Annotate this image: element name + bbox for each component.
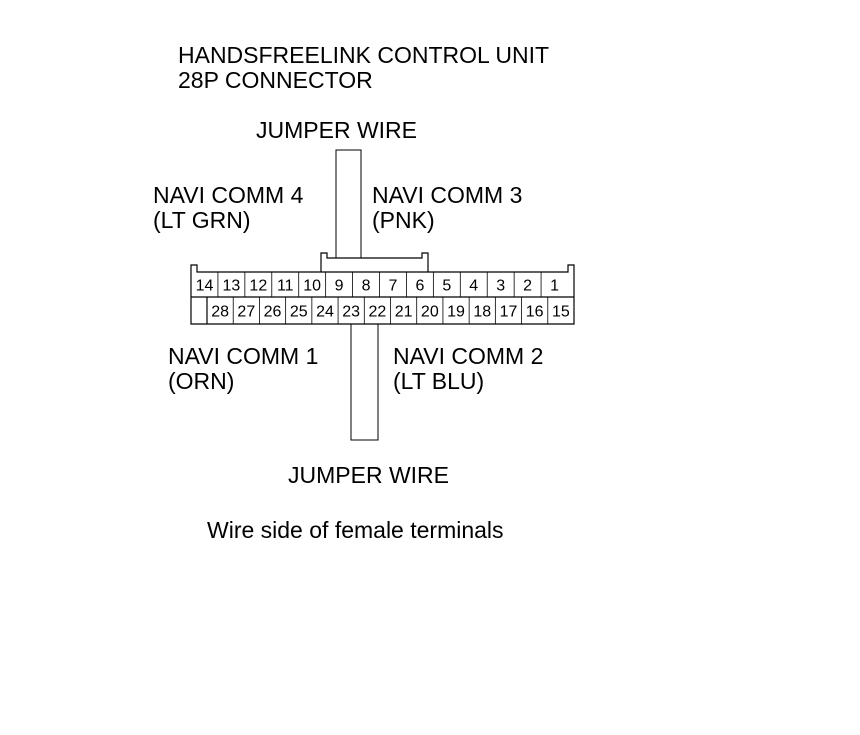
title-line-1: HANDSFREELINK CONTROL UNIT [178,42,550,68]
pin-label-3: 3 [496,278,505,295]
navi-comm-3-label: NAVI COMM 3 [372,182,523,208]
navi-comm-4-color: (LT GRN) [153,207,251,233]
pin-label-11: 11 [277,278,294,295]
pin-label-18: 18 [473,304,491,321]
pin-label-16: 16 [526,304,544,321]
caption: Wire side of female terminals [207,517,504,543]
pin-label-2: 2 [523,278,532,295]
pin-label-7: 7 [389,278,398,295]
pin-label-26: 26 [264,304,282,321]
pin-label-19: 19 [447,304,465,321]
navi-comm-1-label: NAVI COMM 1 [168,343,319,369]
pin-label-15: 15 [552,304,570,321]
pin-label-23: 23 [342,304,360,321]
pin-label-13: 13 [222,278,240,295]
pin-label-4: 4 [469,278,478,295]
pin-label-17: 17 [500,304,518,321]
pin-label-5: 5 [442,278,451,295]
connector-housing [190,252,575,325]
jumper-wire-bottom-label: JUMPER WIRE [288,462,449,488]
pin-label-21: 21 [395,304,413,321]
navi-comm-3-color: (PNK) [372,207,435,233]
pin-label-1: 1 [550,278,559,295]
jumper-wire-bottom [350,321,379,441]
pin-label-9: 9 [335,278,344,295]
pin-label-20: 20 [421,304,439,321]
title-line-2: 28P CONNECTOR [178,67,373,93]
jumper-wire-top-label: JUMPER WIRE [256,117,417,143]
jumper-wire-top [335,149,362,273]
pin-label-10: 10 [303,278,321,295]
pin-label-8: 8 [362,278,371,295]
pin-label-22: 22 [368,304,386,321]
pin-label-28: 28 [211,304,229,321]
pin-label-6: 6 [415,278,424,295]
pin-label-25: 25 [290,304,308,321]
pin-label-27: 27 [237,304,255,321]
pin-label-12: 12 [249,278,267,295]
navi-comm-2-label: NAVI COMM 2 [393,343,544,369]
navi-comm-1-color: (ORN) [168,368,235,394]
pin-label-24: 24 [316,304,334,321]
pin-label-14: 14 [196,278,214,295]
navi-comm-4-label: NAVI COMM 4 [153,182,304,208]
pins-bottom-row: 28 27 26 25 24 23 22 21 20 19 18 17 16 15 [211,297,570,324]
navi-comm-2-color: (LT BLU) [393,368,485,394]
